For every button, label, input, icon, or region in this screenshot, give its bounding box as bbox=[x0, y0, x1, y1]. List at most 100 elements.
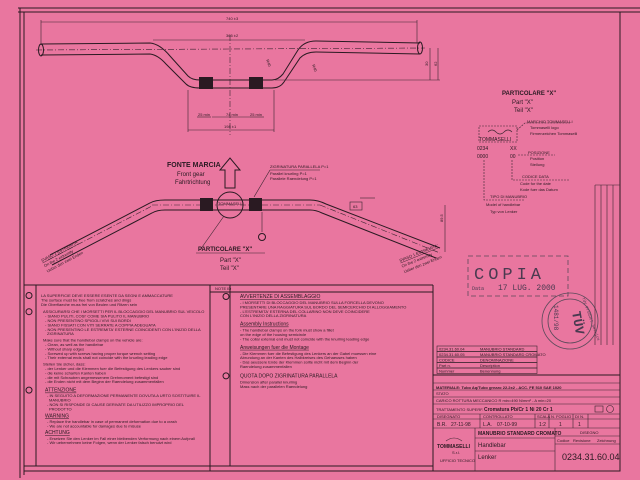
assembly-it-line: CON L'INIZIO DELLA ZIGRINATURA bbox=[240, 313, 307, 318]
notes-left-panel: LA SUPERFICIE DEVE ESSERE ESENTE DA SEGN… bbox=[24, 285, 211, 471]
assembly-it-line: - L'ESTREMITA' ESTERNA DEL COLLARINO NON… bbox=[240, 309, 370, 314]
assembly-it-line: - I MORSETTI DI BLOCCAGGIO DEL MANUBRIO … bbox=[240, 300, 384, 305]
title-row-code: CODICE bbox=[439, 358, 455, 363]
knurl-dimension-line: Dimension after parallel knurling bbox=[240, 379, 297, 384]
note-marker-d bbox=[222, 372, 230, 380]
title-block: 0234.31.60.04 MANUBRIO STANDARD 0234.31.60… bbox=[432, 345, 621, 472]
drawing-frame bbox=[18, 7, 640, 478]
type-de: Typ von Lenker bbox=[490, 209, 518, 214]
revision-strip bbox=[594, 184, 620, 345]
knurl-dimension-line: Mass nach der parallelen Raendelung bbox=[240, 384, 307, 389]
note-id-header: NOTE ID bbox=[215, 286, 231, 291]
detail-x-title-de: Teil "X" bbox=[514, 108, 533, 114]
rev-label-revisione: Revisione bbox=[573, 438, 591, 443]
pos-de: Stellung bbox=[530, 162, 544, 167]
trattamento: TRATTAMENTO SUPERF. bbox=[436, 407, 483, 412]
assembly-de-heading: Anweisungen fuer die Montage bbox=[240, 345, 309, 351]
detail-x-pos-top: XX bbox=[510, 146, 517, 152]
warning-heading: WARNING bbox=[45, 413, 69, 419]
assembly-it-heading: AVVERTENZE DI ASSEMBLAGGIO bbox=[240, 294, 321, 300]
mark-en: Tommaselli logo bbox=[530, 125, 559, 130]
rev-label-zeichnung: Zeichnung bbox=[597, 438, 616, 443]
title-row bbox=[436, 367, 538, 374]
assembly-de-line: - Die Klemmen fuer die Befestigung des L… bbox=[240, 351, 377, 356]
dim-overall: 740 ±3 bbox=[226, 16, 239, 21]
di-label: DI N. bbox=[575, 414, 584, 419]
dept: UFFICIO TECNICO bbox=[440, 458, 475, 463]
tuv-text: TÜV bbox=[568, 310, 588, 336]
note-2-head-en: Make sure that the handlebar clamps on t… bbox=[43, 338, 143, 343]
knurl-band-right bbox=[249, 77, 263, 89]
mark-de: Firmenzeichen Tommaselli bbox=[530, 131, 577, 136]
foglio-label: N. FOGLIO bbox=[551, 414, 571, 419]
detail-x-logo-mini: TOMMASELLI bbox=[218, 201, 244, 206]
note-2-head-it: ASSICURARSI CHE I MORSETTI PER IL BLOCCA… bbox=[43, 309, 204, 314]
note-2-de-line: - die Enden nicht mit dem Beginn der Rae… bbox=[45, 379, 164, 384]
detail-x-code-top: 0234 bbox=[477, 146, 488, 152]
detail-x-pos-bot: 00 bbox=[510, 154, 516, 160]
detail-x-code-bot: 0000 bbox=[477, 154, 488, 160]
knurl-note-en: Parallel knurling P=1 bbox=[270, 171, 308, 176]
dim-angle-left: R40 bbox=[265, 59, 272, 68]
title-row-description: MANUBRIO STANDARD bbox=[480, 347, 524, 352]
achtung-heading: ACHTUNG bbox=[45, 430, 70, 436]
note-2-en-line: - Screwed up with screws having proper t… bbox=[45, 351, 155, 356]
note-2-en-line: - Their external ends shall not coincide… bbox=[45, 355, 168, 360]
title-row-description: Description bbox=[480, 363, 500, 368]
projection-symbol-icon bbox=[594, 405, 604, 413]
note-2-it-line: - SIANO PULITI, COSI' COME SIA PULITO IL… bbox=[45, 314, 149, 319]
note-1-de: Die Oberflaeche muss frei von Beulen und… bbox=[41, 302, 137, 307]
knurl-note-it: ZIGRINATURA PARALLELA P=1 bbox=[270, 164, 329, 169]
dim-clamp-left: 25 min bbox=[198, 112, 210, 117]
note-1-it: LA SUPERFICIE DEVE ESSERE ESENTE DA SEGN… bbox=[41, 293, 173, 298]
tuv-number: 1481/98 bbox=[552, 305, 559, 331]
dim-clamp-right: 25 min bbox=[250, 112, 262, 117]
achtung-line: - Wir uebernehmen keine Folgen, wenn der… bbox=[47, 440, 172, 445]
knurl-band-front-right bbox=[249, 198, 262, 211]
scala: 1:2 bbox=[539, 422, 546, 428]
company-logo: TOMMASELLI bbox=[437, 444, 471, 450]
pos-it: POSIZIONE bbox=[528, 150, 550, 155]
warning-line: - We are not accountable for damages due… bbox=[47, 423, 142, 428]
detail-x-title: PARTICOLARE "X" bbox=[502, 91, 556, 97]
type-en: Model of handlebar bbox=[486, 202, 521, 207]
front-direction-en: Front gear bbox=[177, 172, 205, 178]
achtung-line: - Ersetzen Sie den Lenker im Fall einer … bbox=[47, 436, 195, 441]
drawing-name-de: Lenker bbox=[478, 455, 496, 461]
pos-en: Position bbox=[530, 156, 544, 161]
note-2-de-line: - der Lenker und die Klemmen fuer die Be… bbox=[45, 366, 180, 371]
material: MATERIALE: Tubo Aq/Tubo grezzo 22.2x2 - … bbox=[436, 385, 562, 390]
handlebar-front-view: TOMMASELLI PARTICOLARE "X" Part "X" Teil… bbox=[40, 157, 446, 274]
assembly-de-line: Abrundung an der Kanten des Halbkreises … bbox=[240, 355, 357, 360]
attenzione-line: - NON SI RISPONDE DI CAUSE DERIVATE DA U… bbox=[47, 402, 185, 411]
attenzione-heading: ATTENZIONE bbox=[45, 388, 77, 394]
assembly-de-line: - Das aeussere Ende der Klemmen sollte n… bbox=[240, 360, 359, 365]
date-it: CODICE DATA bbox=[522, 174, 549, 179]
note-2-en-line: - Without sharp edges bbox=[45, 346, 84, 351]
note-marker-1 bbox=[25, 292, 33, 299]
tuv-stamp: TÜV 1481/98 TÜV Product Service bbox=[541, 292, 601, 350]
knurl-note-de: Parallele Raendelung P=1 bbox=[270, 176, 317, 181]
note-2-head-de: Stellen Sie sicher, dass: bbox=[43, 362, 85, 367]
warning-line: - Replace the handlebar in case of perma… bbox=[47, 419, 177, 424]
title-row-description: DENOMINAZIONE bbox=[480, 358, 514, 363]
disegno-label: DISEGNO bbox=[580, 430, 598, 435]
detail-x-callout: PARTICOLARE "X" bbox=[198, 247, 252, 253]
copia-label: Data bbox=[472, 286, 484, 292]
carico: CARICO ROTTURA MECCANICO R min=490 N/mm²… bbox=[436, 398, 552, 403]
title-row-code: 0234.31.60.05 bbox=[439, 352, 465, 357]
end-note-right: SVASO 1 ESTREMITA' On the 2 extremity Ue… bbox=[399, 243, 443, 274]
disegnato-label: DISEGNATO bbox=[437, 414, 460, 419]
title-row-code: 0234.31.60.04 bbox=[439, 347, 465, 352]
dim-height: 89.5 bbox=[439, 213, 444, 222]
foglio: 1 bbox=[559, 422, 562, 428]
controllato: L.A. bbox=[483, 422, 492, 428]
copia-date: 17 LUG. 2000 bbox=[498, 284, 556, 293]
note-1-en: The surface must be free from scratches … bbox=[41, 297, 131, 302]
disegnato: B.R. bbox=[437, 422, 447, 428]
knurl-band-front-left bbox=[200, 198, 213, 211]
title-row-description: MANUBRIO STANDARD CROMATO bbox=[480, 352, 546, 357]
front-direction-label: FONTE MARCIA bbox=[167, 162, 221, 169]
note-marker-2 bbox=[25, 308, 33, 316]
drawing-name-it: MANUBRIO STANDARD CROMATO bbox=[478, 431, 561, 437]
